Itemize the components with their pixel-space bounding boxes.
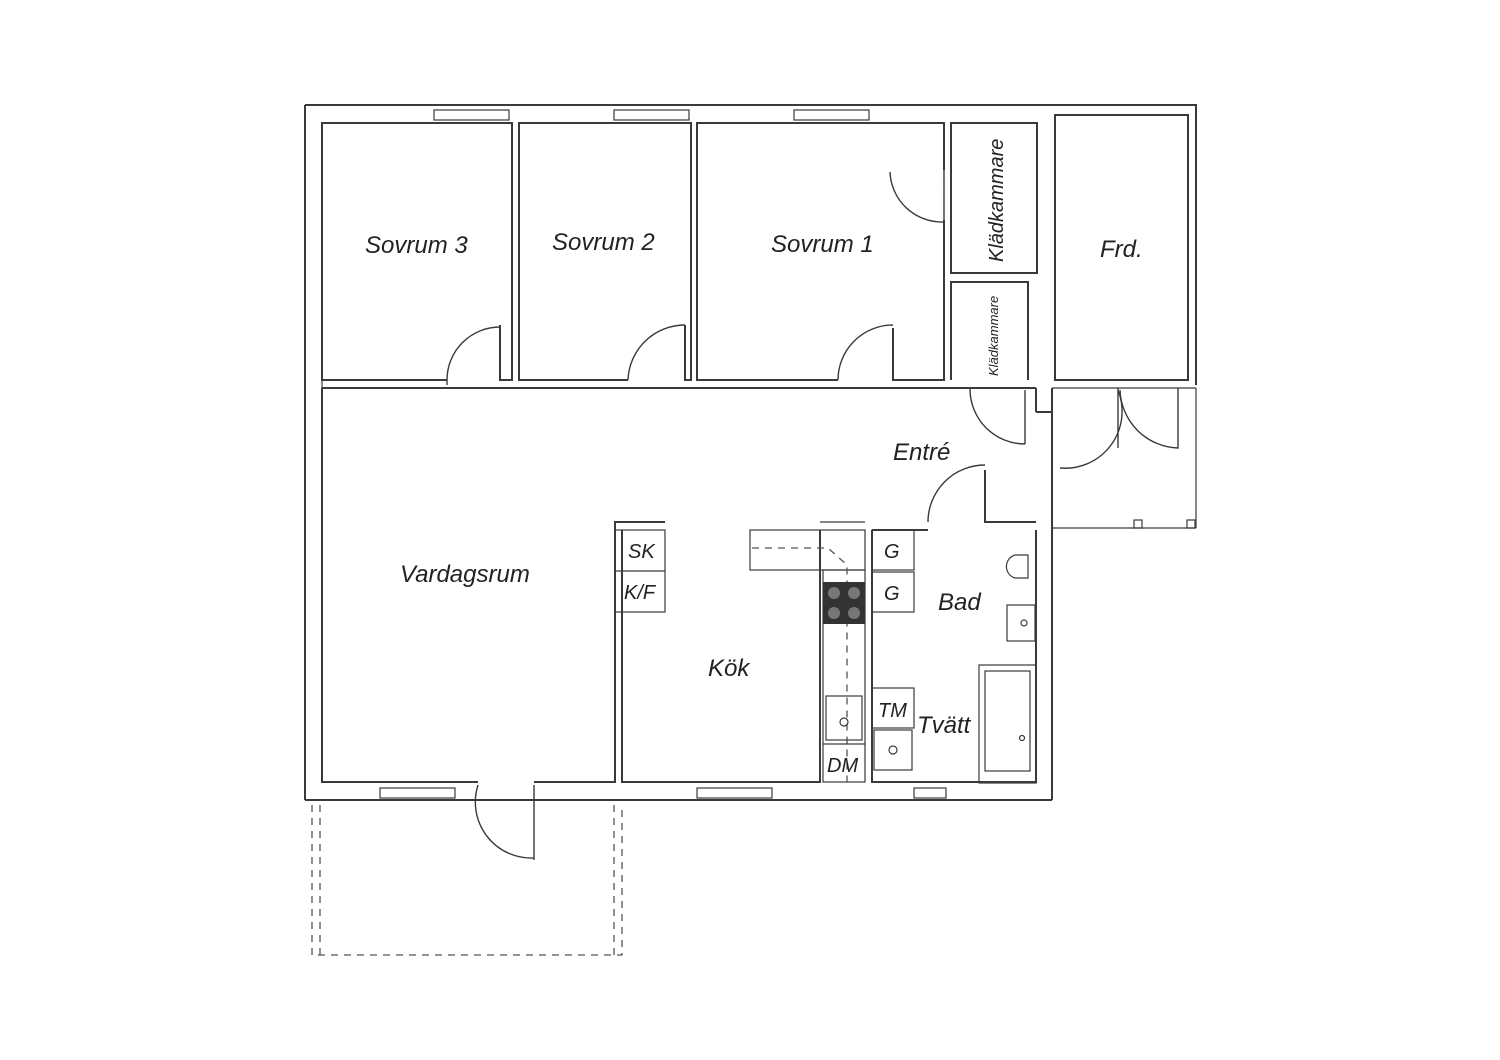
room-entre xyxy=(322,387,1197,529)
label-kf: K/F xyxy=(624,582,657,604)
windows xyxy=(379,109,947,799)
laundry-sink xyxy=(873,729,913,771)
label-g-2: G xyxy=(884,583,900,605)
outer-walls xyxy=(304,104,1197,801)
label-kok: Kök xyxy=(708,655,751,682)
label-tm: TM xyxy=(878,700,907,722)
label-kladkammare-1: Klädkammare xyxy=(986,139,1008,262)
label-sovrum-2: Sovrum 2 xyxy=(552,229,655,256)
kitchen-sink xyxy=(825,695,863,741)
label-vardagsrum: Vardagsrum xyxy=(400,561,530,588)
label-entre: Entré xyxy=(893,439,950,466)
wardrobes xyxy=(950,122,1038,445)
label-tvatt: Tvätt xyxy=(917,712,972,739)
label-g-1: G xyxy=(884,541,900,563)
room-bad xyxy=(871,529,1037,784)
room-sovrum-1 xyxy=(696,122,945,381)
label-sovrum-3: Sovrum 3 xyxy=(365,232,468,259)
bathroom-sink xyxy=(1006,604,1036,642)
room-frd xyxy=(1054,114,1189,381)
room-kok xyxy=(614,521,866,783)
label-frd: Frd. xyxy=(1100,236,1143,263)
label-dm: DM xyxy=(827,755,858,777)
stove xyxy=(823,582,865,624)
label-sk: SK xyxy=(628,541,656,563)
label-kladkammare-2: Klädkammare xyxy=(986,296,1001,376)
bathtub xyxy=(984,670,1031,772)
toilet xyxy=(1005,554,1029,579)
terrace xyxy=(311,805,623,956)
room-sovrum-2 xyxy=(518,122,692,381)
label-bad: Bad xyxy=(938,589,981,616)
room-sovrum-3 xyxy=(321,122,513,385)
label-sovrum-1: Sovrum 1 xyxy=(771,231,874,258)
room-vardagsrum xyxy=(321,388,665,860)
